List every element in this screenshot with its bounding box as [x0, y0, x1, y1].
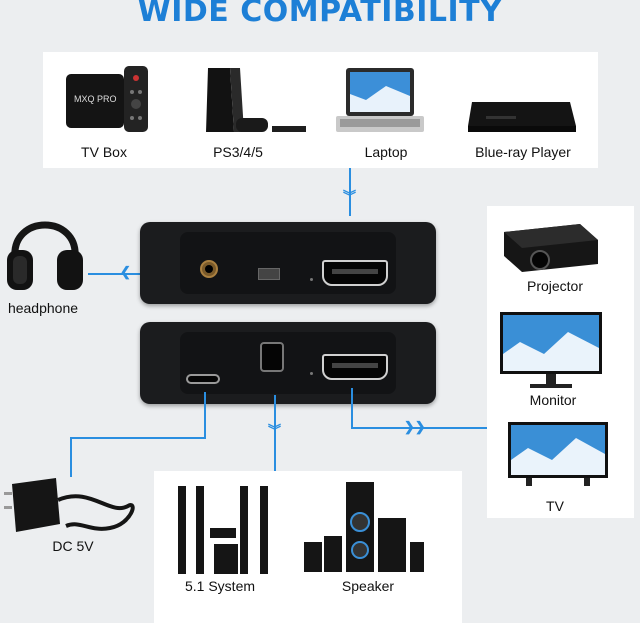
converter-top-unit [140, 222, 436, 304]
surround-system-icon [176, 484, 276, 576]
headphone-label: headphone [7, 300, 79, 316]
source-label-ps: PS3/4/5 [213, 144, 263, 160]
power-label: DC 5V [52, 538, 94, 554]
game-console-icon [200, 66, 310, 136]
bluray-player-icon [466, 96, 578, 136]
source-label-laptop: Laptop [364, 144, 408, 160]
svg-text:MXQ PRO: MXQ PRO [74, 94, 117, 104]
converter-bottom-unit [140, 322, 436, 404]
power-line-drop [70, 437, 72, 477]
hdmi-out-line-horizontal [351, 427, 487, 429]
hdmi-in-arrow-icon: ︾ [343, 189, 357, 204]
source-label-tv-box: TV Box [81, 144, 127, 160]
laptop-icon [336, 66, 424, 136]
display-label-projector: Projector [526, 278, 584, 294]
headphone-jack-hole [205, 265, 213, 273]
audio-out-arrow-icon: ❮ [120, 264, 131, 279]
headphone-icon [5, 196, 85, 294]
page-title: WIDE COMPATIBILITY [137, 0, 503, 29]
display-label-monitor: Monitor [529, 392, 577, 408]
source-label-bluray: Blue-ray Player [475, 144, 571, 160]
monitor-icon [498, 310, 604, 392]
hdmi-out-port [322, 354, 388, 380]
projector-icon [500, 218, 600, 276]
audio-label-speaker: Speaker [341, 578, 395, 594]
usb-c-port [186, 374, 220, 384]
hdmi-out-arrow-icon: ❯❯ [404, 419, 426, 434]
tv-box-icon: MXQ PRO [64, 64, 154, 134]
mode-switch [258, 268, 280, 280]
display-label-tv: TV [546, 498, 564, 514]
hdmi-out-line-vertical [351, 388, 353, 428]
speaker-icon [302, 480, 426, 572]
audio-label-5-1: 5.1 System [184, 578, 256, 594]
optical-out-line [274, 395, 276, 471]
tv-icon [506, 420, 610, 490]
optical-port [260, 342, 284, 372]
hdmi-in-port [322, 260, 388, 286]
hdmi-in-line [349, 168, 351, 216]
power-line-vertical [204, 392, 206, 438]
power-line-horizontal [70, 437, 206, 439]
led-indicator [310, 278, 313, 281]
power-adapter-icon [0, 476, 140, 542]
optical-out-arrow-icon: ︾ [268, 423, 282, 438]
led-indicator [310, 372, 313, 375]
